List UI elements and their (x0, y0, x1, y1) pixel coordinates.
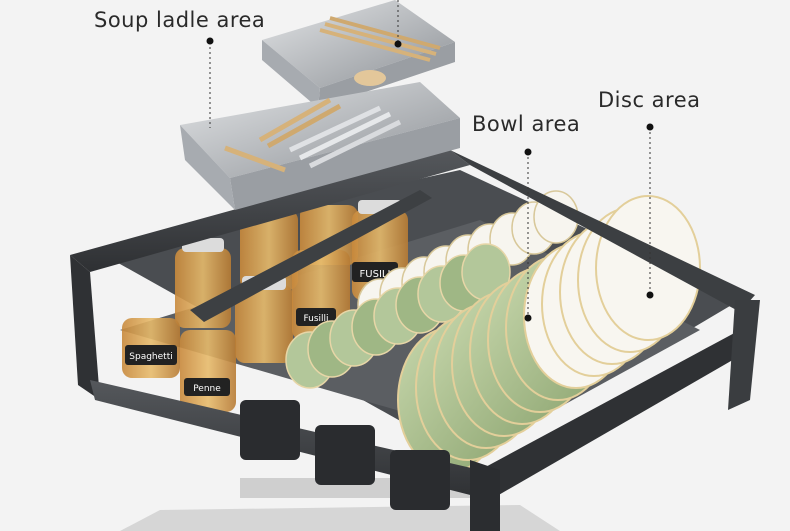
callout-label-disc: Disc area (598, 88, 701, 112)
callout-bowl (524, 148, 532, 322)
callout-disc (646, 123, 654, 299)
jar-label-fusilli: FUSILI (360, 269, 391, 280)
basket-frame (70, 150, 760, 531)
chopsticks (319, 16, 441, 62)
callout-label-soup-ladle: Soup ladle area (94, 8, 266, 32)
jar-label-penne: Penne (193, 384, 221, 394)
jar: Spaghetti (122, 318, 180, 378)
cutlery-tray-upper (262, 0, 455, 108)
forks-and-spoons (224, 97, 402, 173)
basket-divider (190, 190, 432, 322)
callout-soup-ladle (206, 0, 402, 128)
bowl-rack (285, 190, 579, 389)
plate-rack (397, 195, 701, 473)
cutlery-tray-lower (180, 82, 460, 210)
jar-label-spaghetti: Spaghetti (129, 352, 172, 362)
jar-label-fusilli-2: Fusilli (303, 314, 328, 324)
callout-label-bowl: Bowl area (472, 112, 581, 136)
jar: Fusilli (292, 250, 350, 340)
jar: Penne (180, 330, 236, 412)
